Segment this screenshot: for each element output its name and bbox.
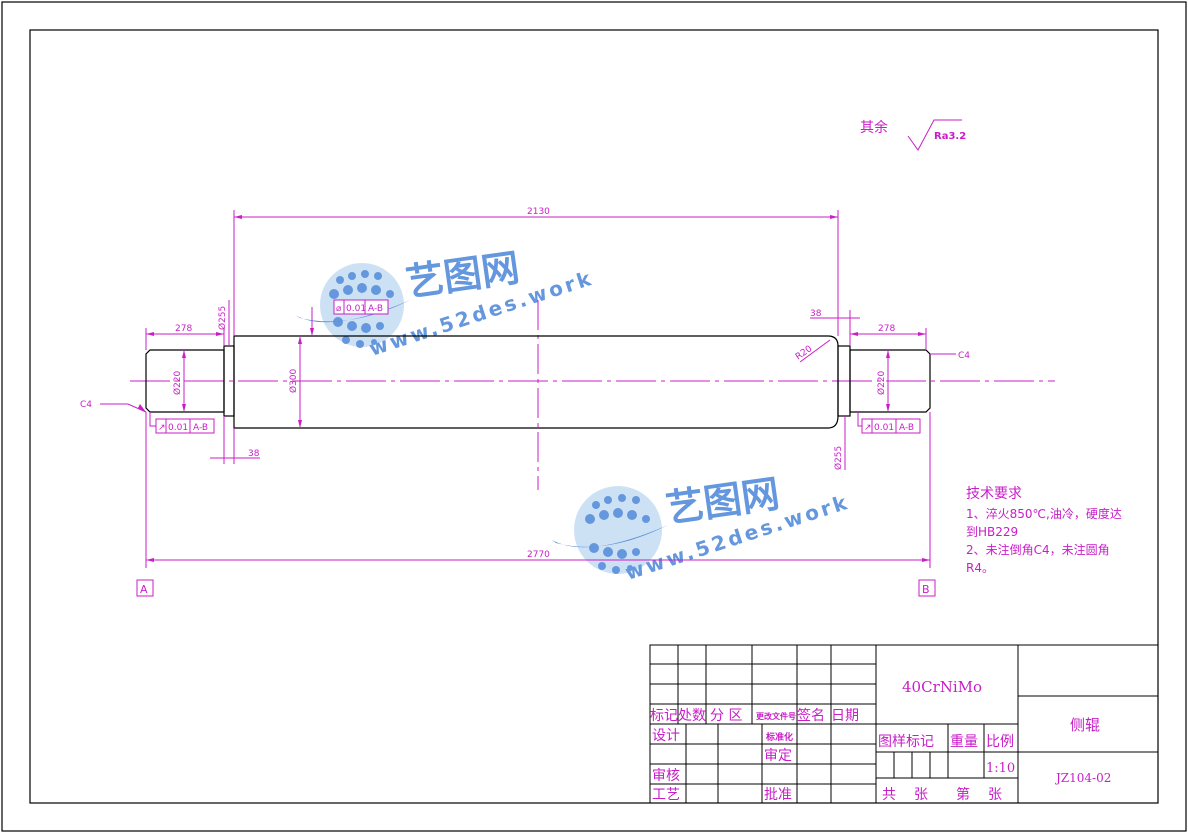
title-block-text: 标记 处数 分 区 更改文件号 签名 日期 设计 标准化 审定 审核 工艺 批准…	[650, 678, 1111, 803]
part-name: 侧辊	[1070, 716, 1100, 734]
role-review: 审核	[652, 768, 680, 784]
tolerance-frame-left-journal: ↗ 0.01 A-B	[155, 418, 215, 434]
svg-text:A: A	[140, 583, 148, 596]
header-mark: 标记	[650, 708, 678, 724]
svg-text:A-B: A-B	[899, 423, 914, 433]
surface-finish-value: Ra3.2	[934, 131, 966, 142]
material: 40CrNiMo	[902, 678, 982, 696]
surface-finish-label: 其余	[860, 119, 888, 136]
role-design: 设计	[652, 728, 680, 744]
tech-requirements: 技术要求 1、淬火850℃,油冷，硬度达 到HB229 2、未注倒角C4，未注圆…	[966, 486, 1122, 575]
tech-line-3: 2、未注倒角C4，未注圆角	[966, 542, 1110, 557]
role-approve-check: 审定	[764, 748, 792, 764]
svg-text:0.01: 0.01	[346, 304, 366, 314]
dim-body-length: 2130	[527, 207, 550, 217]
dim-left-step: 38	[248, 449, 260, 459]
dim-journal-diameter-right: Ø220	[876, 370, 887, 395]
role-standardize: 标准化	[765, 731, 793, 743]
dim-shoulder-diameter-right: Ø255	[833, 446, 844, 470]
dim-right-step: 38	[810, 309, 822, 319]
dim-shoulder-diameter-left: Ø255	[217, 306, 228, 330]
svg-text:A-B: A-B	[368, 304, 383, 314]
dim-right-journal-length: 278	[878, 324, 895, 334]
scale-label: 比例	[986, 734, 1014, 750]
tech-line-1: 1、淬火850℃,油冷，硬度达	[966, 506, 1122, 521]
title-block	[649, 644, 1159, 804]
datum-a: A	[136, 579, 154, 597]
header-date: 日期	[831, 708, 859, 724]
sheet-total: 共	[882, 787, 896, 803]
scale-value: 1:10	[986, 761, 1015, 776]
dimension-lines	[100, 210, 956, 568]
dim-fillet-radius: R20	[794, 344, 814, 363]
weight-label: 重量	[950, 734, 978, 750]
header-signature: 签名	[797, 707, 825, 724]
watermark-top: 艺图网 www.52des.work	[295, 245, 596, 361]
stage-label: 图样标记	[878, 734, 934, 750]
tech-line-4: R4。	[966, 561, 994, 575]
svg-text:B: B	[922, 583, 930, 596]
watermark-bottom: 艺图网 www.52des.work	[552, 471, 852, 585]
dim-chamfer-left: C4	[80, 400, 92, 410]
header-count: 处数	[678, 708, 706, 724]
dim-journal-diameter-left: Ø220	[172, 370, 183, 395]
inner-frame	[29, 29, 1159, 804]
dim-chamfer-right: C4	[958, 351, 970, 361]
svg-text:0.01: 0.01	[168, 423, 188, 433]
dim-left-journal-length: 278	[175, 324, 192, 334]
header-zone: 分 区	[710, 708, 742, 724]
svg-text:A-B: A-B	[193, 423, 208, 433]
tech-line-2: 到HB229	[966, 525, 1018, 539]
datum-b: B	[918, 579, 936, 597]
sheet-unit: 张	[914, 787, 928, 803]
role-approve: 批准	[764, 787, 792, 803]
dimension-arrows	[138, 215, 930, 562]
roughness-symbol	[907, 119, 962, 151]
svg-text:↗: ↗	[158, 423, 166, 433]
tolerance-frame-body: ⌀ 0.01 A-B	[333, 299, 389, 315]
tolerance-frame-right-journal: ↗ 0.01 A-B	[861, 418, 921, 434]
header-change-doc: 更改文件号	[756, 711, 796, 721]
drawing-number: JZ104-02	[1054, 771, 1111, 785]
svg-text:⌀: ⌀	[336, 304, 342, 314]
role-process: 工艺	[652, 787, 680, 803]
svg-text:↗: ↗	[864, 423, 872, 433]
svg-text:0.01: 0.01	[874, 423, 894, 433]
sheet-number: 第	[956, 786, 970, 803]
tech-requirements-title: 技术要求	[966, 486, 1022, 502]
dim-total-length: 2770	[527, 550, 550, 560]
dim-body-diameter: Ø300	[288, 368, 299, 393]
sheet-unit-2: 张	[988, 787, 1002, 803]
